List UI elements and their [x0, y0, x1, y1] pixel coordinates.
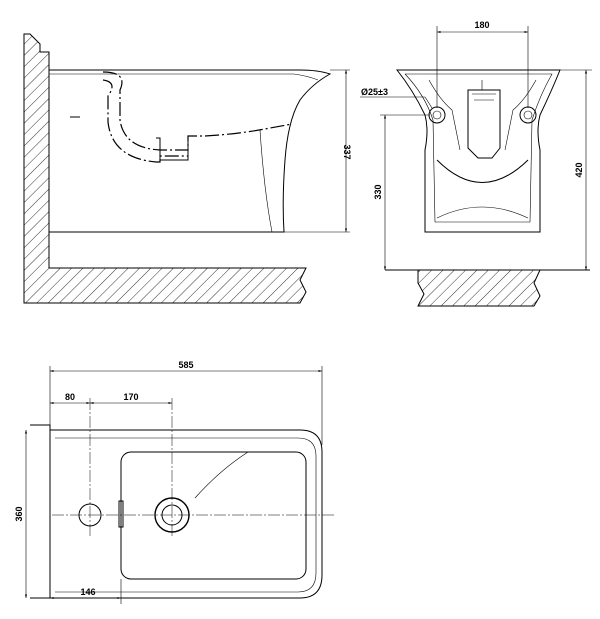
front-hole-left-inner: [432, 110, 442, 120]
front-hole-diameter-label: Ø25±3: [361, 87, 388, 97]
side-height-label: 337: [342, 144, 352, 159]
front-bidet-inner: [404, 73, 553, 223]
top-basin: [120, 451, 307, 580]
front-bowl-curve: [436, 159, 529, 183]
front-width-label: 180: [474, 20, 489, 30]
top-bottom-offset-label: 146: [80, 587, 95, 597]
top-wall: [30, 424, 51, 599]
front-bowl-lower: [436, 206, 529, 219]
top-view: 585 80 170 360 146: [14, 360, 336, 604]
front-hole-right-inner: [523, 110, 533, 120]
top-basin-offset-label: 170: [123, 392, 138, 402]
side-channel-dashed: [102, 71, 293, 151]
top-overflow-slot: [118, 500, 124, 528]
side-bidet-body-curve: [259, 129, 273, 233]
side-channel-dashed-2: [102, 79, 188, 163]
front-tap-body: [467, 89, 501, 159]
top-bidet-outline: [50, 429, 323, 599]
front-left-pipe: [428, 79, 461, 151]
side-view: 337: [23, 33, 352, 304]
side-trap: [156, 137, 189, 161]
front-total-height-label: 420: [574, 162, 584, 177]
front-view: 180 Ø25±3 330 420: [360, 20, 592, 307]
top-length-label: 585: [178, 360, 193, 370]
top-basin-curve: [194, 451, 249, 499]
side-bidet-inner: [49, 73, 319, 81]
front-floor-hatch: [417, 269, 541, 307]
side-bidet-outline: [49, 69, 332, 233]
front-tap-inner: [472, 80, 496, 101]
top-width-label: 360: [14, 506, 24, 521]
front-hole-leader-tip: [424, 96, 433, 109]
top-bidet-rim: [55, 437, 317, 593]
side-wall-hatch: [23, 33, 307, 304]
top-hole-offset-label: 80: [65, 392, 75, 402]
front-bidet-outline: [395, 69, 561, 233]
front-rim-height-label: 330: [373, 184, 383, 199]
front-right-pipe: [504, 79, 537, 151]
